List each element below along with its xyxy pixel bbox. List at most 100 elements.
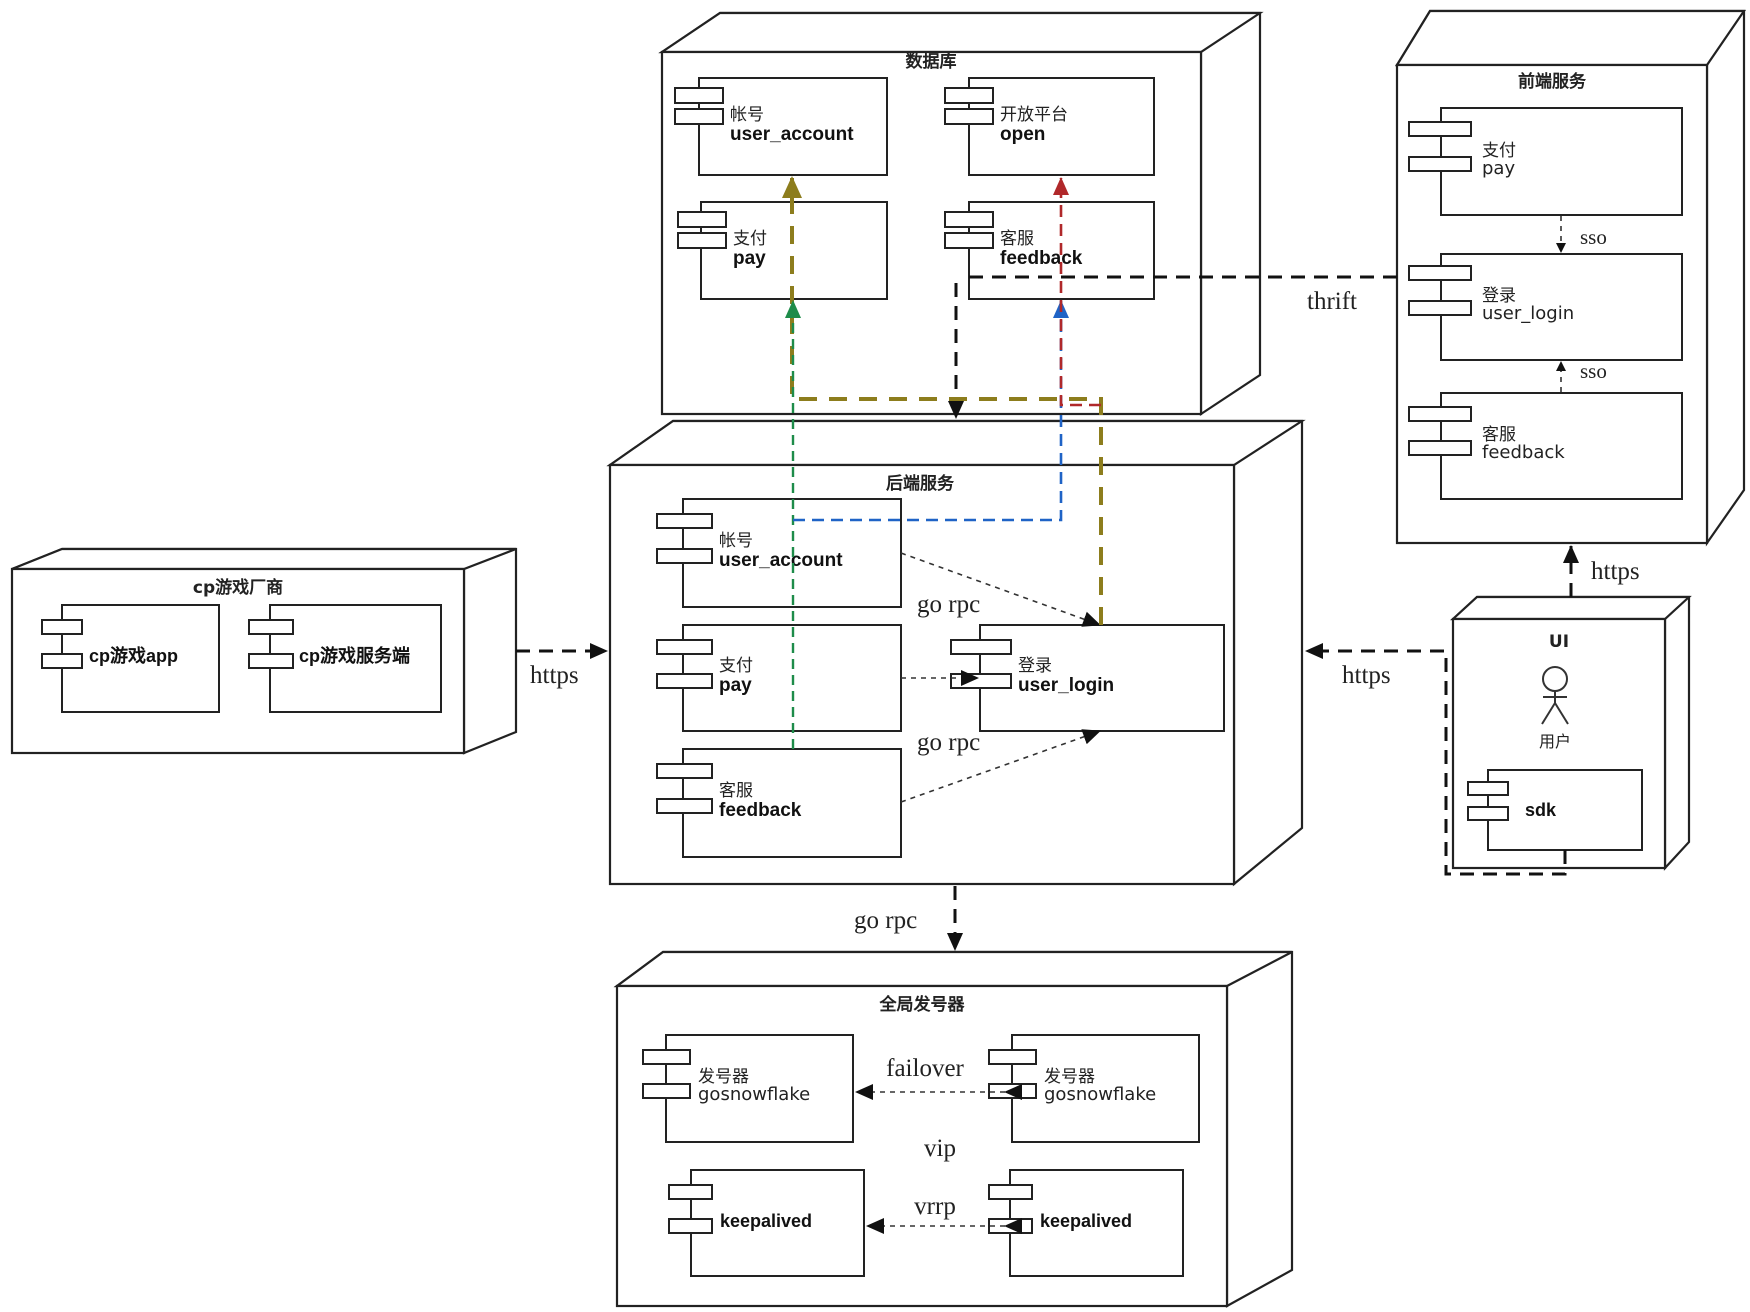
edge-label-gorpc: go rpc <box>917 729 980 756</box>
component-cn-label: 开放平台 <box>1000 105 1068 125</box>
component-en-label: user_account <box>730 124 854 145</box>
component-icon <box>656 673 713 689</box>
component-fe-pay[interactable]: 支付 pay <box>1408 107 1683 216</box>
component-icon <box>944 108 994 125</box>
component-icon <box>944 211 994 228</box>
component-cn-label: 发号器 <box>1044 1067 1095 1087</box>
component-cn-label: 客服 <box>719 781 753 801</box>
component-icon <box>950 639 1012 655</box>
actor-head-icon <box>1542 666 1568 692</box>
component-icon <box>950 673 1012 689</box>
component-label: keepalived <box>720 1211 812 1231</box>
component-en-label: user_login <box>1018 675 1114 696</box>
edge-label-https: https <box>530 662 579 689</box>
node-title: 后端服务 <box>886 473 955 494</box>
component-db-user-account[interactable]: 帐号 user_account <box>674 77 888 176</box>
component-en-label: pay <box>733 248 766 269</box>
edge-label-gorpc: go rpc <box>917 591 980 618</box>
component-ui-sdk[interactable]: sdk <box>1467 769 1643 851</box>
node-title: cp游戏厂商 <box>193 577 283 598</box>
edge-label-thrift: thrift <box>1307 288 1357 315</box>
edge-label-https: https <box>1342 662 1391 689</box>
edge-label-sso: sso <box>1580 359 1607 383</box>
edge-label-gorpc: go rpc <box>854 907 917 934</box>
component-icon <box>41 619 83 635</box>
node-cp[interactable]: cp游戏厂商 cp游戏app cp游戏服务端 <box>10 547 518 755</box>
component-icon <box>1408 406 1472 422</box>
component-en-label: pay <box>719 675 752 696</box>
component-icon <box>1408 300 1472 316</box>
component-cn-label: 支付 <box>719 656 753 676</box>
component-icon <box>248 653 294 669</box>
node-cp-top <box>11 547 517 571</box>
component-icon <box>656 763 713 779</box>
component-en-label: gosnowflake <box>1044 1084 1156 1105</box>
component-be-pay[interactable]: 支付 pay <box>656 624 902 732</box>
node-backend[interactable]: 后端服务 帐号 user_account 支付 pay 客服 feedback <box>606 419 1306 887</box>
component-icon <box>944 87 994 104</box>
component-cp-app[interactable]: cp游戏app <box>41 604 220 713</box>
node-frontend[interactable]: 前端服务 支付 pay 登录 user_login 客服 feedback ss… <box>1395 9 1747 547</box>
component-icon <box>677 211 727 228</box>
edge-blue-to-db-feedback[interactable] <box>793 300 1069 522</box>
component-fe-feedback[interactable]: 客服 feedback <box>1408 392 1683 500</box>
node-database-top <box>658 11 1264 54</box>
component-gen-gosnowflake-1[interactable]: 发号器 gosnowflake <box>642 1034 854 1143</box>
component-icon <box>668 1218 713 1234</box>
component-cn-label: 登录 <box>1482 286 1516 306</box>
component-label: cp游戏app <box>89 645 178 666</box>
component-icon <box>1467 781 1509 796</box>
component-icon <box>674 87 724 104</box>
component-cn-label: 登录 <box>1018 656 1052 676</box>
edge-https-ui-backend[interactable] <box>1305 643 1567 876</box>
component-be-login[interactable]: 登录 user_login <box>950 624 1225 732</box>
edge-olive-login-to-db-account[interactable] <box>782 176 1103 625</box>
component-cn-label: 支付 <box>1482 141 1516 161</box>
node-generator[interactable]: 全局发号器 发号器 gosnowflake 发号器 gosnowflake ke… <box>613 950 1294 1308</box>
component-icon <box>248 619 294 635</box>
node-database[interactable]: 数据库 帐号 user_account 开放平台 open 支付 pay 客 <box>658 11 1264 417</box>
component-en-label: open <box>1000 124 1045 145</box>
component-icon <box>642 1083 691 1099</box>
component-en-label: user_account <box>719 550 843 571</box>
edge-label-https: https <box>1591 558 1640 585</box>
actor-label: 用户 <box>1539 732 1571 751</box>
edge-red-to-db-open[interactable] <box>1053 177 1101 407</box>
node-title: 前端服务 <box>1518 71 1587 92</box>
component-cn-label: 发号器 <box>698 1067 749 1087</box>
component-gen-keepalived-1[interactable]: keepalived <box>668 1169 865 1277</box>
component-cn-label: 帐号 <box>719 531 753 551</box>
component-icon <box>988 1083 1037 1099</box>
node-title: UI <box>1549 632 1569 652</box>
component-en-label: feedback <box>1000 248 1083 269</box>
component-icon <box>656 798 713 814</box>
component-be-feedback[interactable]: 客服 feedback <box>656 748 902 858</box>
component-label: cp游戏服务端 <box>299 645 410 666</box>
component-cp-server[interactable]: cp游戏服务端 <box>248 604 442 713</box>
component-en-label: gosnowflake <box>698 1084 810 1105</box>
component-gen-keepalived-2[interactable]: keepalived <box>988 1169 1184 1277</box>
component-db-open[interactable]: 开放平台 open <box>944 77 1155 176</box>
node-ui[interactable]: UI 用户 sdk <box>1450 595 1692 871</box>
component-icon <box>1408 265 1472 281</box>
component-icon <box>944 232 994 249</box>
component-db-pay[interactable]: 支付 pay <box>677 201 888 300</box>
node-backend-top <box>606 419 1306 467</box>
component-icon <box>988 1049 1037 1065</box>
node-ui-top <box>1450 595 1692 621</box>
component-icon <box>41 653 83 669</box>
component-gen-gosnowflake-2[interactable]: 发号器 gosnowflake <box>988 1034 1200 1143</box>
component-icon <box>674 108 724 125</box>
component-fe-login[interactable]: 登录 user_login <box>1408 253 1683 361</box>
edge-label-vrrp: vrrp <box>914 1193 956 1220</box>
component-cn-label: 客服 <box>1482 425 1516 445</box>
component-be-user-account[interactable]: 帐号 user_account <box>656 498 902 608</box>
component-db-feedback[interactable]: 客服 feedback <box>944 201 1155 300</box>
component-cn-label: 客服 <box>1000 229 1034 249</box>
component-cn-label: 支付 <box>733 229 767 249</box>
component-en-label: feedback <box>1482 442 1565 463</box>
component-icon <box>642 1049 691 1065</box>
actor-user[interactable]: 用户 <box>1539 666 1571 751</box>
component-icon <box>988 1218 1033 1234</box>
